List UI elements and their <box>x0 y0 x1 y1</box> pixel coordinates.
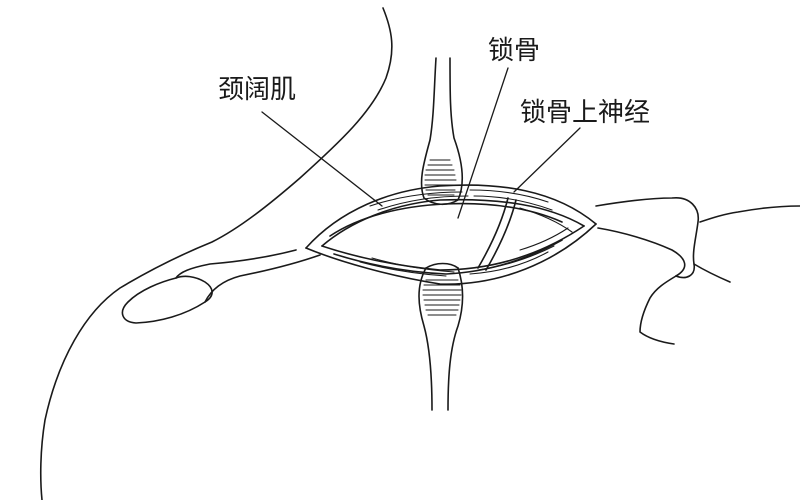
body-outline <box>39 7 800 500</box>
leader-lines <box>261 67 581 219</box>
platysma-fibers <box>359 189 573 277</box>
supraclavicular-nerve-label: 锁骨上神经 <box>520 98 651 128</box>
clavicle-label: 锁骨 <box>488 36 541 66</box>
leader-nerve <box>513 127 581 193</box>
platysma-label: 颈阔肌 <box>218 75 297 105</box>
leader-clavicle <box>457 67 509 219</box>
incision <box>305 184 597 285</box>
lower-retractor <box>418 262 464 411</box>
leader-platysma <box>261 111 383 207</box>
supraclavicular-nerve <box>477 197 517 271</box>
upper-retractor <box>420 57 464 206</box>
